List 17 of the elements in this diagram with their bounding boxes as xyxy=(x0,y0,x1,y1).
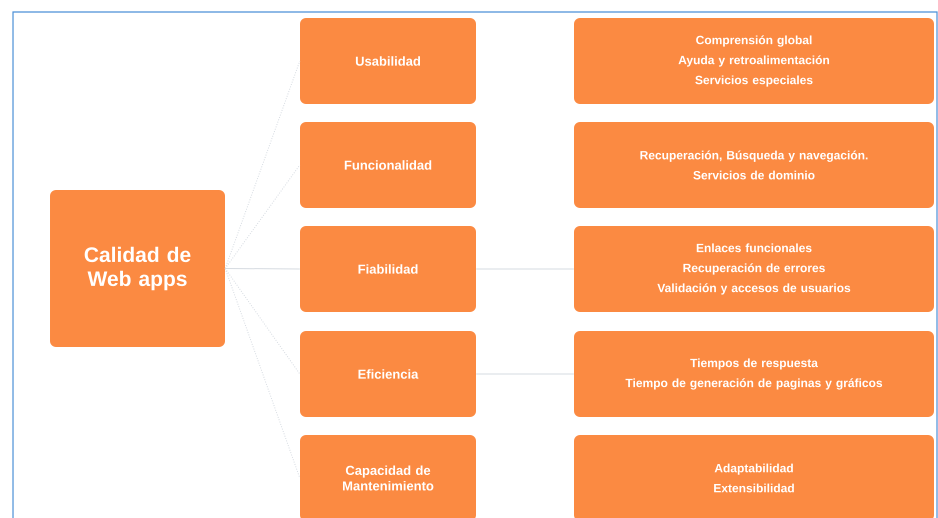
connector xyxy=(224,268,300,374)
connector xyxy=(224,164,300,269)
connector xyxy=(224,268,300,478)
connector xyxy=(224,268,300,270)
detail-box: Tiempos de respuesta Tiempo de generación de paginas y gráficos xyxy=(574,331,934,417)
connector xyxy=(224,60,300,269)
category-box: Funcionalidad xyxy=(300,122,476,208)
root-box: Calidad de Web apps xyxy=(50,190,225,347)
category-box: Usabilidad xyxy=(300,18,476,104)
detail-box: Adaptabilidad Extensibilidad xyxy=(574,435,934,518)
detail-box: Comprensión global Ayuda y retroalimentación Servicios especiales xyxy=(574,18,934,104)
category-box: Capacidad de Mantenimiento xyxy=(300,435,476,518)
category-box: Fiabilidad xyxy=(300,226,476,312)
detail-box: Recuperación, Búsqueda y navegación. Servicios de dominio xyxy=(574,122,934,208)
category-box: Eficiencia xyxy=(300,331,476,417)
connector xyxy=(476,268,574,270)
detail-box: Enlaces funcionales Recuperación de errores Validación y accesos de usuarios xyxy=(574,226,934,312)
